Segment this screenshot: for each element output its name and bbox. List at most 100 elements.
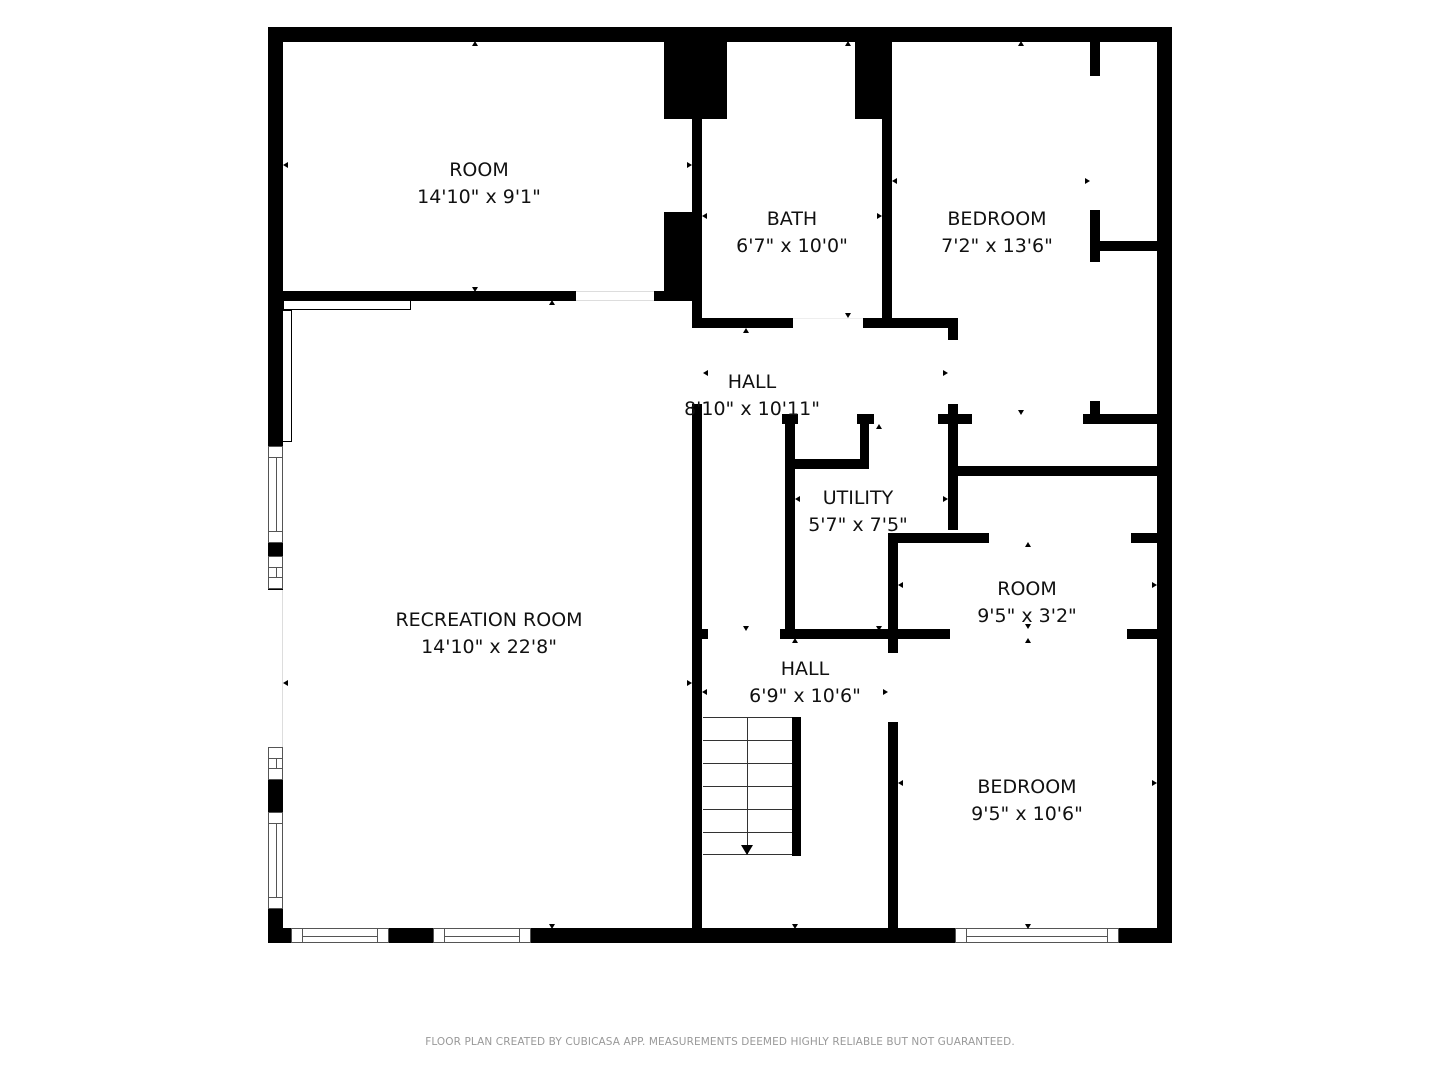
wall-stair-rail bbox=[792, 717, 801, 856]
room-label-bedroom-bottom: BEDROOM 9'5" x 10'6" bbox=[971, 774, 1083, 828]
room-label-bedroom-top: BEDROOM 7'2" x 13'6" bbox=[941, 206, 1053, 260]
wall-bedroom-top-right bbox=[1127, 629, 1157, 639]
room-label-hall-upper: HALL 8'10" x 10'11" bbox=[684, 369, 820, 423]
dim-marker-icon bbox=[792, 924, 798, 929]
dim-marker-icon bbox=[1025, 542, 1031, 547]
wall-closet-2 bbox=[1090, 210, 1100, 262]
wall-bath-bottom-2 bbox=[863, 318, 958, 328]
wall-hall-lower-stub bbox=[692, 629, 708, 639]
dim-marker-icon bbox=[472, 41, 478, 46]
room-dimensions: 8'10" x 10'11" bbox=[684, 398, 820, 420]
room-name: ROOM bbox=[449, 159, 509, 181]
wall-utility-bottom bbox=[780, 629, 950, 639]
dim-marker-icon bbox=[892, 178, 897, 184]
dim-marker-icon bbox=[1018, 41, 1024, 46]
wall-room-rec-divider bbox=[268, 291, 576, 301]
dim-marker-icon bbox=[876, 626, 882, 631]
column-block-1 bbox=[664, 27, 727, 119]
opening-room-rec bbox=[576, 291, 654, 301]
dim-marker-icon bbox=[283, 680, 288, 686]
wall-closet-divider bbox=[1090, 241, 1157, 251]
room-dimensions: 6'9" x 10'6" bbox=[749, 685, 861, 707]
room-label-room: ROOM 14'10" x 9'1" bbox=[417, 157, 541, 211]
wall-hall-junction bbox=[938, 414, 972, 424]
room-name: BEDROOM bbox=[947, 208, 1047, 230]
dim-marker-icon bbox=[1025, 638, 1031, 643]
dim-marker-icon bbox=[1018, 410, 1024, 415]
room-label-room-small: ROOM 9'5" x 3'2" bbox=[977, 576, 1077, 630]
wall-utility-closet-v bbox=[860, 414, 869, 460]
dim-marker-icon bbox=[703, 370, 708, 376]
window-bottom-2 bbox=[433, 928, 531, 943]
window-left-4 bbox=[268, 812, 283, 909]
wall-closet-3 bbox=[1090, 401, 1100, 423]
dim-marker-icon bbox=[687, 680, 692, 686]
room-dimensions: 7'2" x 13'6" bbox=[941, 235, 1053, 257]
window-left-2 bbox=[268, 556, 283, 589]
wall-bath-right bbox=[882, 27, 892, 327]
dim-marker-icon bbox=[898, 780, 903, 786]
room-name: UTILITY bbox=[822, 487, 894, 509]
dim-marker-icon bbox=[702, 689, 707, 695]
wall-bedroom-bottom bbox=[1083, 414, 1157, 424]
closet-outline bbox=[283, 301, 411, 310]
dim-marker-icon bbox=[845, 41, 851, 46]
window-bottom-1 bbox=[291, 928, 389, 943]
staircase bbox=[703, 717, 793, 855]
dim-marker-icon bbox=[1152, 780, 1157, 786]
wall-room-small-top-1 bbox=[888, 533, 989, 543]
dim-marker-icon bbox=[883, 689, 888, 695]
dim-marker-icon bbox=[1085, 178, 1090, 184]
window-left-3 bbox=[268, 747, 283, 780]
wall-bath-bottom-1 bbox=[692, 318, 793, 328]
dim-marker-icon bbox=[1025, 624, 1031, 629]
dim-marker-icon bbox=[743, 626, 749, 631]
room-dimensions: 9'5" x 10'6" bbox=[971, 803, 1083, 825]
dim-marker-icon bbox=[283, 162, 288, 168]
wall-utility-left bbox=[785, 414, 795, 638]
wall-bedroom-left bbox=[888, 722, 898, 934]
disclaimer-footer: FLOOR PLAN CREATED BY CUBICASA APP. MEAS… bbox=[425, 1036, 1015, 1048]
room-name: HALL bbox=[780, 658, 830, 680]
room-dimensions: 14'10" x 22'8" bbox=[421, 636, 557, 658]
room-name: RECREATION ROOM bbox=[395, 609, 583, 631]
dim-marker-icon bbox=[876, 424, 882, 429]
stair-direction-arrow-icon bbox=[741, 845, 753, 855]
dim-marker-icon bbox=[687, 162, 692, 168]
room-name: HALL bbox=[727, 371, 777, 393]
wall-utility-top-stub bbox=[782, 414, 798, 424]
room-name: BATH bbox=[766, 208, 818, 230]
room-label-hall-lower: HALL 6'9" x 10'6" bbox=[749, 656, 861, 710]
dim-marker-icon bbox=[792, 638, 798, 643]
room-dimensions: 9'5" x 3'2" bbox=[977, 605, 1077, 627]
wall-closet-1 bbox=[1090, 27, 1100, 76]
dim-marker-icon bbox=[898, 582, 903, 588]
room-label-bath: BATH 6'7" x 10'0" bbox=[736, 206, 848, 260]
room-dimensions: 6'7" x 10'0" bbox=[736, 235, 848, 257]
dim-marker-icon bbox=[549, 300, 555, 305]
wall-hall-right-stub bbox=[948, 318, 958, 340]
room-label-recreation: RECREATION ROOM 14'10" x 22'8" bbox=[395, 607, 582, 661]
room-dimensions: 14'10" x 9'1" bbox=[417, 186, 541, 208]
wall-room-small-top-2 bbox=[1131, 533, 1157, 543]
window-bottom-3 bbox=[955, 928, 1119, 943]
dim-marker-icon bbox=[549, 924, 555, 929]
room-name: BEDROOM bbox=[977, 776, 1077, 798]
wall-rec-right bbox=[692, 404, 702, 934]
room-name: ROOM bbox=[997, 578, 1057, 600]
opening-left bbox=[268, 590, 283, 747]
room-label-utility: UTILITY 5'7" x 7'5" bbox=[808, 485, 908, 539]
dim-marker-icon bbox=[1152, 582, 1157, 588]
room-dimensions: 5'7" x 7'5" bbox=[808, 514, 908, 536]
dim-marker-icon bbox=[877, 213, 882, 219]
closet-outline-v bbox=[283, 310, 292, 442]
dim-marker-icon bbox=[795, 496, 800, 502]
window-left-1 bbox=[268, 446, 283, 543]
dim-marker-icon bbox=[1025, 924, 1031, 929]
wall-utility-right bbox=[888, 533, 898, 653]
dim-marker-icon bbox=[743, 328, 749, 333]
wall-storage-divider bbox=[948, 466, 1157, 476]
door-bath bbox=[793, 318, 863, 328]
dim-marker-icon bbox=[943, 370, 948, 376]
